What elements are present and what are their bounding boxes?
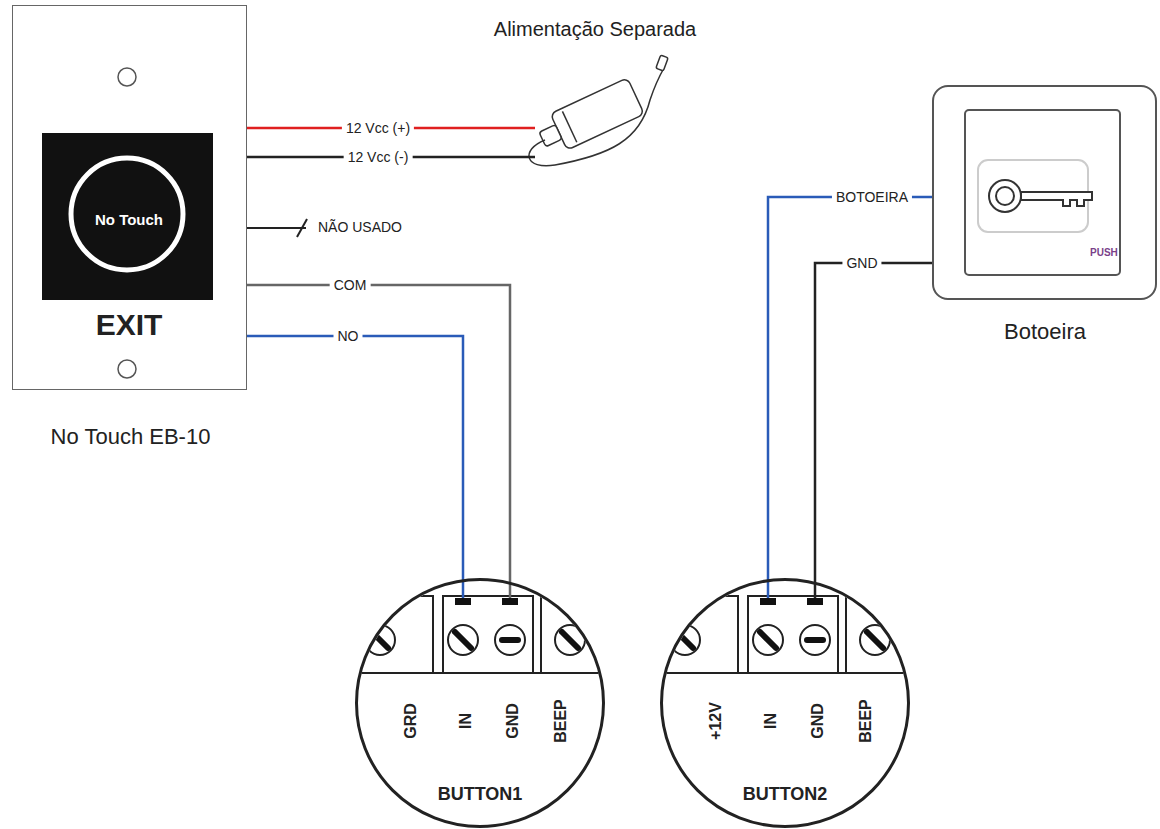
pin-name: BEEP [551,686,571,756]
power-supply: Alimentação Separada [535,90,655,170]
key-icon-part [989,180,1021,212]
device-caption: Botoeira [934,319,1156,345]
pin-name: +12V [706,686,726,756]
key-icon-part [1021,192,1092,206]
power-adapter-part-part [539,125,562,147]
power-adapter-part-part [550,78,644,150]
terminal-strip [335,596,631,673]
wire-label: 12 Vcc (+) [342,120,414,136]
wire [247,336,463,598]
pin-name: IN [761,686,781,756]
power-caption: Alimentação Separada [425,18,765,41]
device-caption: No Touch EB-10 [3,424,258,450]
wire-line [815,263,932,598]
push-plate [965,110,1120,275]
exit-text: EXIT [13,308,245,342]
power-adapter-part [656,55,668,71]
mount-hole [118,360,136,378]
terminal-strip [640,596,936,673]
connector-detail: +12V IN GND BEEP BUTTON2 [660,578,910,828]
push-text: PUSH [1090,247,1118,258]
power-adapter [529,55,668,166]
wire-label: COM [330,277,371,293]
connector-detail: GRD IN GND BEEP BUTTON1 [355,578,605,828]
power-adapter-part [534,78,644,158]
wire-line [247,336,463,598]
key-icon-part [996,187,1014,205]
pin-name: IN [456,686,476,756]
push-button-device: PUSHBotoeira [932,85,1157,300]
connector-name: BUTTON2 [663,784,907,805]
button-face-text: No Touch [13,211,245,228]
wire-label: BOTOEIRA [832,189,912,205]
wire-label: NO [334,328,363,344]
pin-name: GND [808,686,828,756]
wire-label: 12 Vcc (-) [344,149,413,165]
unused-wire [247,227,306,229]
wire [768,197,932,598]
mount-hole [118,68,136,86]
key-icon [978,160,1092,232]
wire-label: GND [842,255,881,271]
exit-button-device: No TouchEXITNo Touch EB-10 [12,5,247,390]
wire [815,263,932,598]
pin-name: GND [503,686,523,756]
pin-name: BEEP [856,686,876,756]
connector-name: BUTTON1 [358,784,602,805]
power-adapter-part [529,68,664,166]
wire [247,285,510,598]
wire-line [247,285,510,598]
power-adapter-part-part [562,111,576,142]
pin-name: GRD [401,686,421,756]
wire-label: NÃO USADO [318,219,402,235]
wire-line [768,197,932,598]
wire-cut-mark [297,219,307,237]
